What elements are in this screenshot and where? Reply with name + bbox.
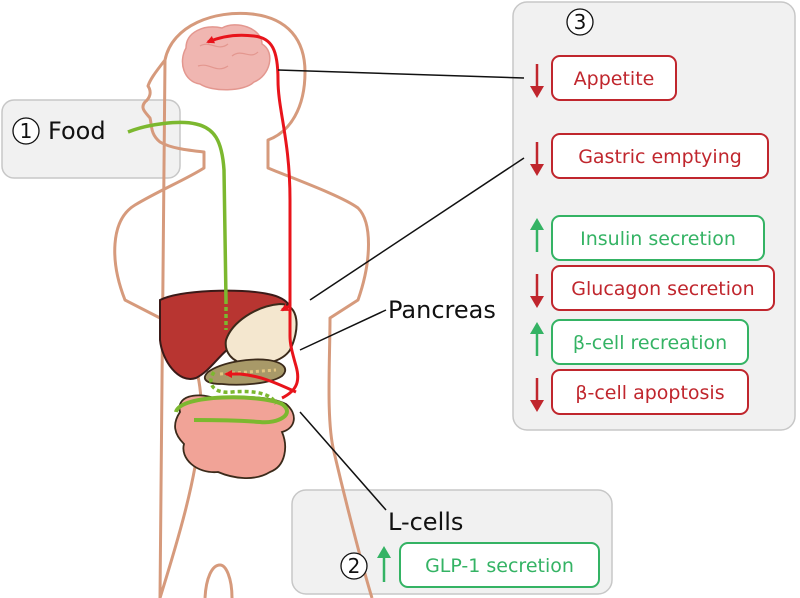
effect-box [551,265,775,311]
effect-row: β-cell recreation [530,319,749,365]
pancreas-label: Pancreas [388,296,496,324]
intestines-illustration [174,394,295,479]
appetite-callout-line [277,69,525,79]
effect-row: β-cell apoptosis [530,369,749,415]
brain-illustration [181,24,271,91]
decrease-arrow-icon [530,64,544,98]
decrease-arrow-icon [530,378,544,412]
increase-arrow-icon [530,322,544,356]
glp1-secretion-box [399,542,600,588]
effect-text: Appetite [574,68,655,90]
effect-text: Glucagon secretion [571,278,754,300]
lcells-label: L-cells [388,508,463,536]
food-panel [1,99,181,179]
effect-text: Insulin secretion [580,228,736,250]
effect-box [551,369,749,415]
effect-box [551,319,749,365]
decrease-arrow-icon [530,274,544,308]
gastric-callout-line [309,157,525,301]
pancreas-callout-line [299,309,387,351]
effect-text: β-cell apoptosis [575,382,724,404]
effect-row: Appetite [530,55,677,101]
effect-box [551,133,769,179]
decrease-arrow-icon [530,142,544,176]
effect-box [551,55,677,101]
increase-arrow-icon [530,218,544,252]
lcells-callout-line [299,411,387,511]
step-2-number: 2 [348,554,361,578]
effect-row: Insulin secretion [530,215,765,261]
glp1-increase-arrow [377,546,391,582]
food-pathway [127,120,228,301]
effect-text: β-cell recreation [573,332,727,354]
effect-row: Glucagon secretion [530,265,775,311]
effect-box [551,215,765,261]
step-2-badge [340,552,368,580]
step-1-badge [12,117,40,145]
step-1-number: 1 [20,119,33,143]
effect-row: Gastric emptying [530,133,769,179]
effect-text: Gastric emptying [578,146,742,168]
step-3-badge [566,8,594,36]
food-label: Food [48,117,106,145]
glp1-secretion-text: GLP-1 secretion [425,555,574,577]
stomach-signal-pathway [280,300,292,312]
step-3-number: 3 [574,10,587,34]
brain-signal-pathway [206,33,300,400]
pancreas-signal-pathway [224,370,297,394]
